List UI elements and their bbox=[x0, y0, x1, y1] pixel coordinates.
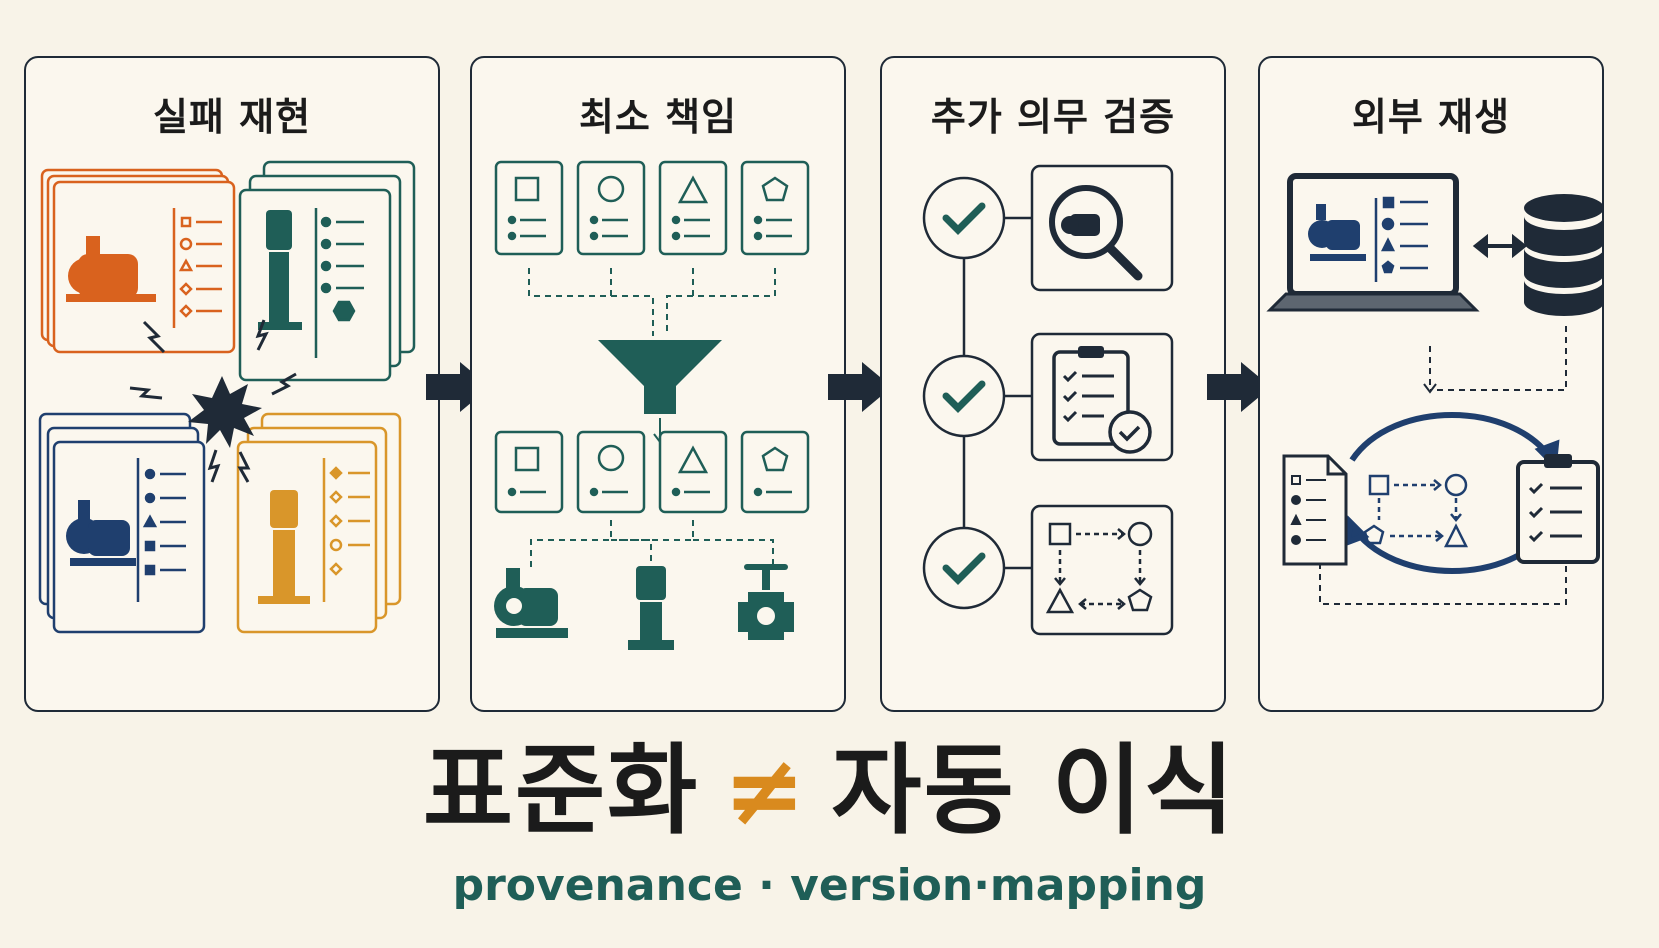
panel-title: 실패 재현 bbox=[152, 95, 312, 139]
panel-additional-duty-verification: 추가 의무 검증 bbox=[880, 56, 1226, 712]
panel-4-illustration bbox=[1266, 173, 1604, 605]
sync-arrow bbox=[1472, 233, 1528, 259]
down-arrow bbox=[1423, 383, 1437, 394]
right-arrow-icon bbox=[828, 362, 892, 412]
result-cards bbox=[494, 430, 810, 514]
teal-list bbox=[314, 208, 364, 358]
headline-left: 표준화 bbox=[422, 734, 700, 848]
inspection-box bbox=[1030, 164, 1174, 292]
funnel-icon bbox=[598, 340, 722, 414]
panel-failure-reproduction: 실패 재현 bbox=[24, 56, 440, 712]
clipboard-icon bbox=[1052, 346, 1152, 454]
vertical-pump-icon bbox=[258, 490, 310, 604]
burst-icon bbox=[129, 319, 297, 483]
panel-title: 추가 의무 검증 bbox=[930, 95, 1176, 139]
headline-right: 자동 이식 bbox=[831, 734, 1237, 848]
pump-icon bbox=[1308, 204, 1366, 261]
source-cards bbox=[494, 160, 810, 256]
panel-title: 외부 재생 bbox=[1351, 95, 1511, 139]
panel-2-illustration bbox=[494, 160, 810, 650]
database-icon bbox=[1524, 194, 1604, 316]
gold-list bbox=[322, 458, 370, 602]
split-lines bbox=[530, 520, 774, 568]
connector-lines bbox=[1004, 216, 1032, 570]
vertical-pump-icon bbox=[628, 566, 674, 650]
panel-3-illustration bbox=[922, 164, 1174, 636]
pump-icon bbox=[494, 568, 568, 638]
merge-lines bbox=[528, 268, 776, 336]
panel-title: 최소 책임 bbox=[578, 95, 738, 139]
checklist-box bbox=[1030, 332, 1174, 462]
pump-icon bbox=[66, 500, 136, 566]
pump-icon bbox=[66, 236, 156, 302]
vertical-pump-icon bbox=[258, 210, 302, 330]
mapping-glyphs bbox=[1363, 473, 1469, 548]
panel-minimal-responsibility: 최소 책임 bbox=[470, 56, 846, 712]
panel-1-illustration bbox=[38, 160, 416, 634]
result-card-glyphs bbox=[507, 444, 792, 497]
subline: provenance · version·mapping bbox=[452, 860, 1207, 911]
not-equal-symbol: ≠ bbox=[723, 734, 808, 848]
orange-list bbox=[172, 208, 222, 328]
orange-card-stack bbox=[40, 168, 236, 354]
check-icon bbox=[922, 354, 1006, 438]
check-icon bbox=[922, 176, 1006, 260]
source-card-glyphs bbox=[507, 175, 792, 241]
replay-dashes bbox=[1319, 326, 1567, 605]
right-arrow-icon bbox=[1207, 362, 1271, 412]
navy-list bbox=[136, 458, 186, 602]
mapping-box bbox=[1030, 504, 1174, 636]
clipboard-icon bbox=[1516, 454, 1600, 564]
check-icon bbox=[922, 526, 1006, 610]
laptop-icon bbox=[1266, 173, 1480, 312]
gold-card-stack bbox=[236, 412, 402, 634]
document-icon bbox=[1282, 454, 1348, 566]
headline: 표준화≠자동 이식 bbox=[0, 742, 1659, 840]
valve-icon bbox=[738, 564, 794, 640]
magnifier-icon bbox=[1049, 185, 1143, 281]
panel-external-replay: 외부 재생 bbox=[1258, 56, 1604, 712]
